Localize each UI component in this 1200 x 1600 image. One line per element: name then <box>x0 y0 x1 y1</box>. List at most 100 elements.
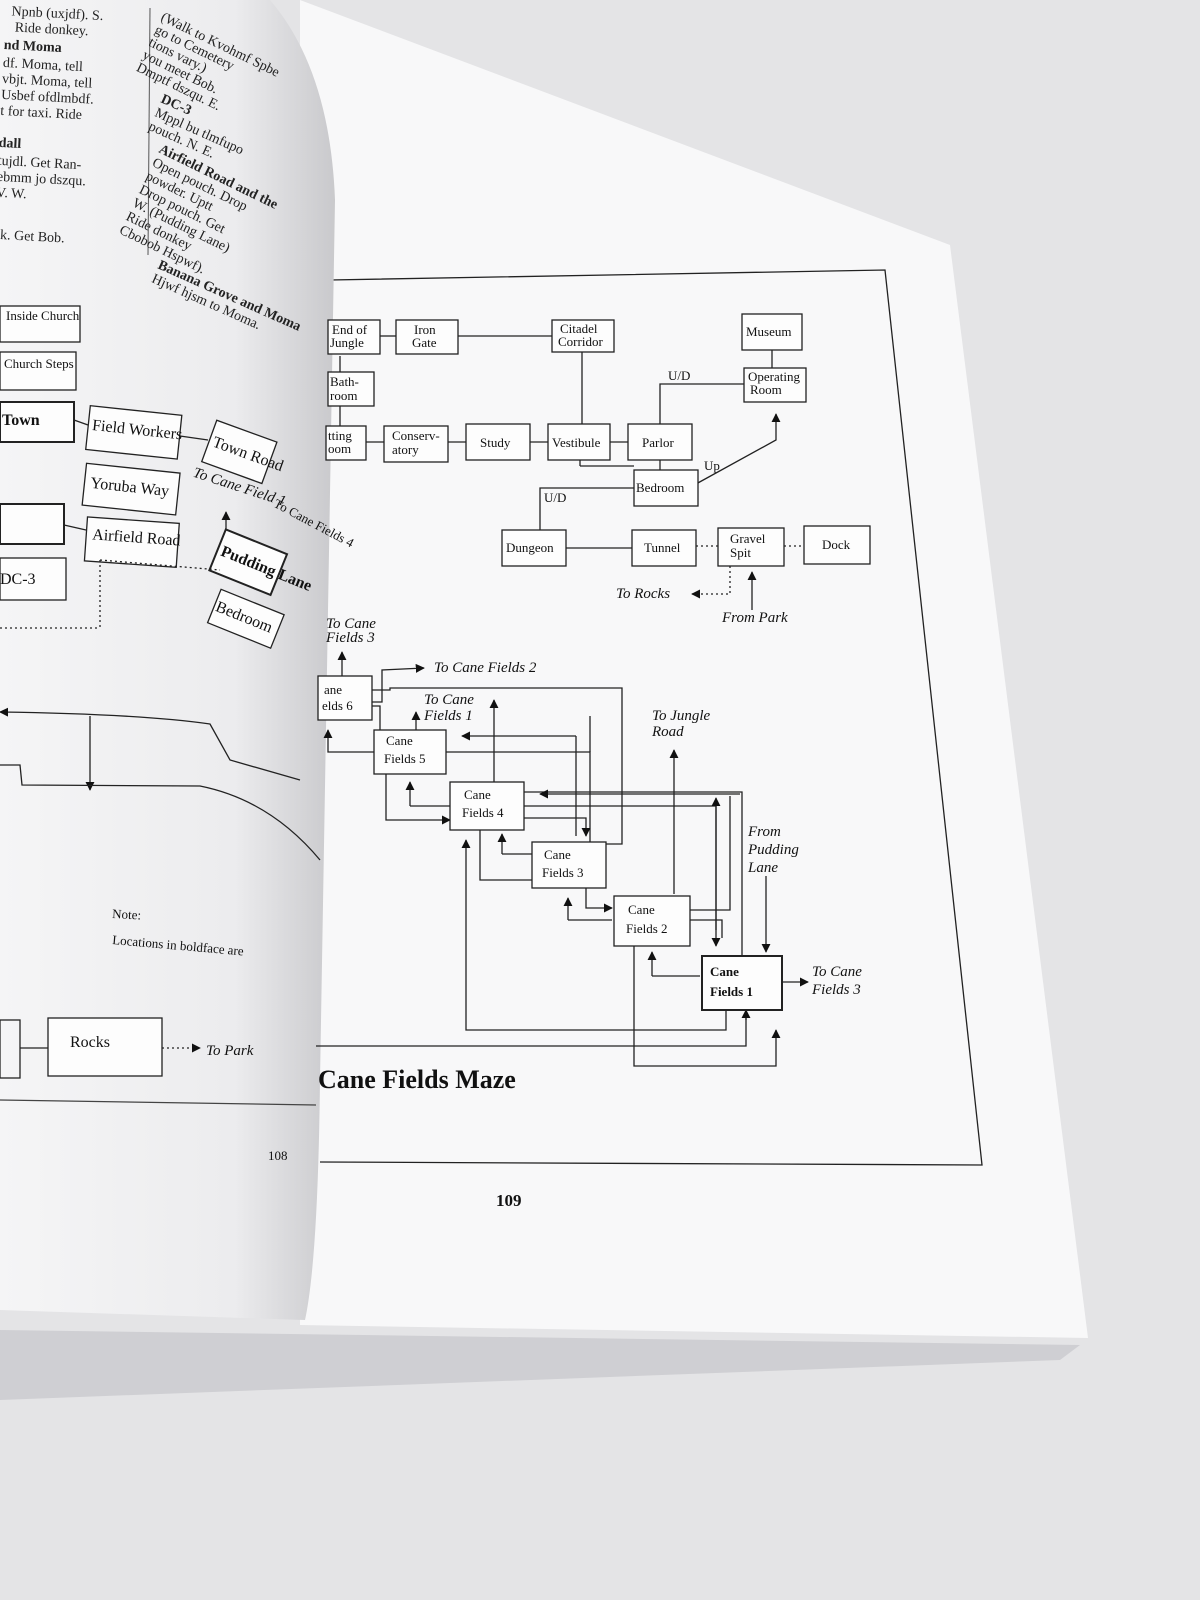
svg-text:Bath-: Bath- <box>330 374 359 389</box>
right-page <box>300 0 1088 1338</box>
room-cane-fields-5: Cane Fields 5 <box>373 729 447 775</box>
svg-text:To Park: To Park <box>206 1043 254 1059</box>
svg-text:End of: End of <box>332 322 368 337</box>
svg-text:Usbef ofdlmbdf.: Usbef ofdlmbdf. <box>1 88 94 108</box>
room-gravel-spit: Gravel Spit <box>717 527 785 567</box>
svg-text:oom: oom <box>328 441 351 456</box>
left-page <box>0 0 335 1320</box>
upper-map: End of Jungle Iron Gate Citadel Corridor… <box>325 313 871 626</box>
room-citadel-corridor: Citadel Corridor <box>551 319 615 353</box>
svg-text:tujdl. Get Ran-: tujdl. Get Ran- <box>0 154 82 173</box>
svg-text:Fields 3: Fields 3 <box>325 630 375 646</box>
svg-text:Town: Town <box>2 412 40 429</box>
svg-text:Ride donkey.: Ride donkey. <box>14 21 88 40</box>
left-text-column-1: Npnb (uxjdf). S. Ride donkey. nd Moma df… <box>0 4 104 247</box>
room-town: Town <box>0 401 75 443</box>
svg-text:Cane: Cane <box>386 733 413 748</box>
svg-text:Airfield Road: Airfield Road <box>92 526 181 549</box>
cane-fields-maze: ane elds 6 Cane Fields 5 Cane Fields 4 C… <box>316 616 862 1067</box>
room-inside-church: Inside Church <box>0 305 81 343</box>
svg-text:Cane: Cane <box>544 847 571 862</box>
svg-text:Museum: Museum <box>746 324 792 339</box>
room-dock: Dock <box>803 525 871 565</box>
svg-text:Citadel: Citadel <box>560 321 598 336</box>
svg-text:Gate: Gate <box>412 335 437 350</box>
label-up: Up <box>704 458 720 473</box>
svg-text:atory: atory <box>392 442 419 457</box>
room-rocks: Rocks <box>47 1017 163 1077</box>
room-cane-fields-6: ane elds 6 <box>317 675 373 721</box>
room-cane-fields-4: Cane Fields 4 <box>449 781 525 831</box>
room-cane-fields-3: Cane Fields 3 <box>531 841 607 889</box>
label-to-rocks: To Rocks <box>616 586 670 602</box>
svg-text:Inside Church: Inside Church <box>6 308 80 323</box>
svg-text:To Cane: To Cane <box>812 964 862 980</box>
svg-text:Fields 3: Fields 3 <box>542 865 584 880</box>
svg-text:Conserv-: Conserv- <box>392 428 440 443</box>
svg-text:ck. Get Bob.: ck. Get Bob. <box>0 228 65 247</box>
svg-text:Fields 3: Fields 3 <box>811 982 861 998</box>
svg-text:Dungeon: Dungeon <box>506 540 554 555</box>
svg-text:Cane: Cane <box>710 964 739 979</box>
room-field-workers: Field Workers <box>85 405 183 460</box>
svg-text:Jungle: Jungle <box>330 335 364 350</box>
svg-text:Parlor: Parlor <box>642 435 674 450</box>
svg-text:Tunnel: Tunnel <box>644 540 681 555</box>
page-number-right: 109 <box>496 1191 522 1210</box>
room-museum: Museum <box>741 313 803 351</box>
room-tunnel: Tunnel <box>631 529 697 567</box>
svg-text:Gravel: Gravel <box>730 531 766 546</box>
svg-text:V. W.: V. W. <box>0 186 27 203</box>
room-dungeon: Dungeon <box>501 529 567 567</box>
svg-text:Church Steps: Church Steps <box>4 356 74 371</box>
svg-text:Fields 4: Fields 4 <box>462 805 504 820</box>
svg-text:Lane: Lane <box>747 860 778 876</box>
label-ud-parlor: U/D <box>668 368 690 383</box>
page-frame <box>319 269 983 1166</box>
room-airfield-partial <box>0 503 65 545</box>
svg-text:Pudding: Pudding <box>747 842 799 858</box>
room-sitting-room: tting oom <box>325 425 367 461</box>
page-number-left: 108 <box>268 1148 288 1163</box>
note-heading: Note: <box>112 906 142 922</box>
room-town-road: Town Road <box>200 419 286 485</box>
column-rule <box>147 7 151 256</box>
svg-text:df. Moma, tell: df. Moma, tell <box>2 56 83 75</box>
label-ud-dungeon: U/D <box>544 490 566 505</box>
room-airfield-road: Airfield Road <box>83 516 181 568</box>
svg-text:t for taxi. Ride: t for taxi. Ride <box>0 104 82 123</box>
svg-text:DC-3: DC-3 <box>0 571 36 588</box>
label-to-cane-fields-2: To Cane Fields 2 <box>434 660 537 676</box>
room-bedroom: Bedroom <box>633 469 699 507</box>
svg-text:Room: Room <box>750 382 782 397</box>
svg-text:To Cane: To Cane <box>326 616 376 632</box>
svg-text:To Jungle: To Jungle <box>652 708 711 724</box>
svg-text:Fields 5: Fields 5 <box>384 751 426 766</box>
figure-title: Cane Fields Maze <box>318 1065 516 1094</box>
room-church-steps: Church Steps <box>0 351 77 391</box>
svg-text:Cane: Cane <box>628 902 655 917</box>
svg-text:Vestibule: Vestibule <box>552 435 601 450</box>
room-end-of-jungle: End of Jungle <box>327 319 381 355</box>
room-iron-gate: Iron Gate <box>395 319 459 355</box>
svg-text:Cane: Cane <box>464 787 491 802</box>
svg-text:room: room <box>330 388 357 403</box>
svg-text:Bedroom: Bedroom <box>636 480 684 495</box>
svg-text:Fields 1: Fields 1 <box>423 708 473 724</box>
label-from-park: From Park <box>721 610 788 626</box>
svg-text:From: From <box>747 824 781 840</box>
svg-text:dall: dall <box>0 136 22 152</box>
room-vestibule: Vestibule <box>547 423 611 461</box>
svg-text:nd Moma: nd Moma <box>3 38 62 56</box>
svg-text:Npnb (uxjdf). S.: Npnb (uxjdf). S. <box>11 4 103 24</box>
svg-text:Fields 1: Fields 1 <box>710 984 753 999</box>
svg-text:vbjt. Moma, tell: vbjt. Moma, tell <box>2 72 93 92</box>
room-study: Study <box>465 423 531 461</box>
svg-text:Corridor: Corridor <box>558 334 603 349</box>
room-parlor: Parlor <box>627 423 693 461</box>
svg-text:To Cane: To Cane <box>424 692 474 708</box>
room-conservatory: Conserv- atory <box>383 425 449 463</box>
room-operating-room: Operating Room <box>743 367 807 403</box>
room-cane-fields-2: Cane Fields 2 <box>613 895 691 947</box>
